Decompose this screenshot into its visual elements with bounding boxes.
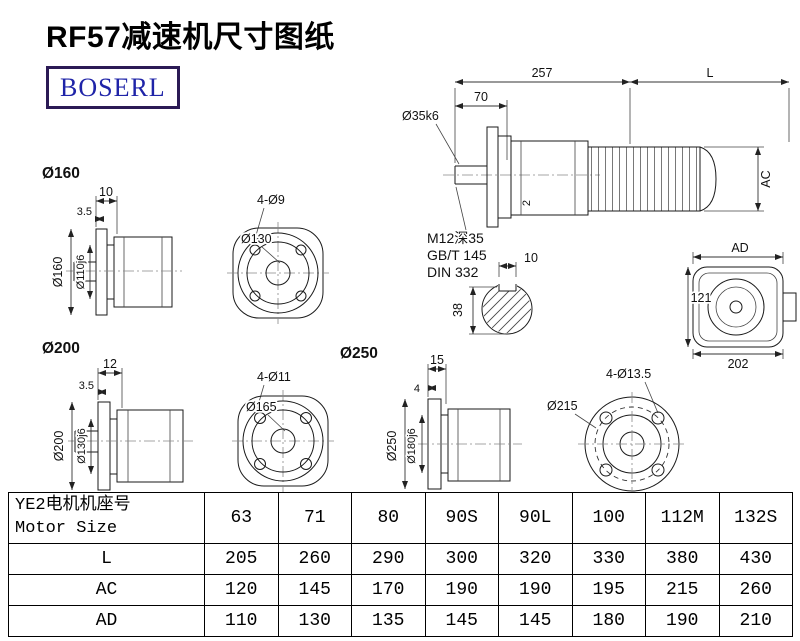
value-cell: 190 — [498, 574, 573, 606]
view-200: Ø200 12 3.5 Ø200 Ø130j6 — [42, 340, 196, 491]
group-label-160: Ø160 — [42, 165, 80, 182]
dim-35-label: 3.5 — [79, 380, 94, 392]
motor-size-header-en: Motor Size — [15, 519, 118, 538]
shaft-section-view: 10 38 — [451, 251, 538, 335]
value-cell: 260 — [277, 543, 352, 575]
value-cell: 215 — [645, 574, 720, 606]
size-col-header: 90S — [424, 492, 499, 544]
size-col-header: 90L — [498, 492, 573, 544]
main-assembly-view: 257 L 70 Ø35k6 2 AC M12深35 GB/T — [402, 66, 790, 280]
value-cell: 190 — [424, 574, 499, 606]
table-row-AC: AC 120 145 170 190 190 195 215 260 — [8, 574, 793, 606]
holes-4d135-label: 4-Ø13.5 — [606, 367, 651, 381]
section-hatching — [483, 285, 531, 333]
value-cell: 205 — [204, 543, 279, 575]
dim-38-label: 38 — [451, 303, 465, 317]
dia-outer-160-label: Ø160 — [51, 257, 65, 288]
value-cell: 380 — [645, 543, 720, 575]
dia-215-label: Ø215 — [547, 399, 578, 413]
dim-15-label: 15 — [430, 353, 444, 367]
motor-size-header-cn: YE2电机机座号 — [15, 496, 131, 516]
dim-2-label: 2 — [521, 200, 533, 206]
value-cell: 120 — [204, 574, 279, 606]
dim-12-label: 12 — [103, 357, 117, 371]
dim-121-label: 121 — [691, 291, 712, 305]
logo-text: BOSERL — [60, 72, 166, 102]
value-cell: 210 — [718, 605, 793, 637]
size-col-header: 80 — [351, 492, 426, 544]
group-label-200: Ø200 — [42, 340, 80, 357]
dia-165-label: Ø165 — [246, 400, 277, 414]
flange-view-165: Ø250 4-Ø11 Ø165 — [232, 345, 378, 492]
value-cell: 320 — [498, 543, 573, 575]
holes-4d9-label: 4-Ø9 — [257, 193, 285, 207]
flange-view-130: 4-Ø9 Ø130 — [227, 193, 329, 324]
value-cell: 110 — [204, 605, 279, 637]
value-cell: 330 — [571, 543, 646, 575]
dim-AC-label: AC — [759, 170, 773, 187]
dim-10-label: 10 — [99, 185, 113, 199]
note-gbt-standard: GB/T 145 — [427, 247, 487, 263]
boserl-logo: BOSERL — [46, 66, 180, 109]
value-cell: 430 — [718, 543, 793, 575]
size-col-header: 100 — [571, 492, 646, 544]
page-title: RF57减速机尺寸图纸 — [46, 21, 335, 54]
value-cell: 180 — [571, 605, 646, 637]
shaft-diameter-label: Ø35k6 — [402, 109, 439, 123]
row-label-L: L — [8, 543, 205, 575]
view-250: 15 4 Ø250 Ø180j6 — [383, 353, 522, 490]
holes-4d11-label: 4-Ø11 — [257, 370, 291, 384]
motor-size-table: YE2电机机座号 Motor Size 63 71 80 90S 90L 100… — [8, 492, 793, 637]
motor-size-header-cell: YE2电机机座号 Motor Size — [8, 492, 205, 544]
size-col-header: 132S — [718, 492, 793, 544]
value-cell: 260 — [718, 574, 793, 606]
motor-rear-view: AD 121 202 — [685, 241, 797, 371]
dim-4-label: 4 — [414, 383, 420, 395]
value-cell: 135 — [351, 605, 426, 637]
size-col-header: 63 — [204, 492, 279, 544]
view-160: Ø160 10 3.5 Ø160 Ø110j6 — [42, 165, 182, 316]
dim-257-label: 257 — [532, 66, 553, 80]
table-row-L: L 205 260 290 300 320 330 380 430 — [8, 543, 793, 575]
row-label-AD: AD — [8, 605, 205, 637]
dim-202-label: 202 — [728, 357, 749, 371]
value-cell: 195 — [571, 574, 646, 606]
value-cell: 300 — [424, 543, 499, 575]
dim-35-label: 3.5 — [77, 206, 92, 218]
dim-AD-label: AD — [731, 241, 748, 255]
dia-outer-250-label: Ø250 — [385, 431, 399, 462]
note-thread: M12深35 — [427, 230, 484, 246]
dia-inner-130-label: Ø130j6 — [76, 428, 88, 463]
value-cell: 145 — [424, 605, 499, 637]
dim-70-label: 70 — [474, 90, 488, 104]
value-cell: 290 — [351, 543, 426, 575]
row-label-AC: AC — [8, 574, 205, 606]
value-cell: 145 — [277, 574, 352, 606]
value-cell: 130 — [277, 605, 352, 637]
size-col-header: 112M — [645, 492, 720, 544]
value-cell: 170 — [351, 574, 426, 606]
note-din-standard: DIN 332 — [427, 264, 479, 280]
dim-10-key-label: 10 — [524, 251, 538, 265]
group-label-250: Ø250 — [340, 345, 378, 362]
table-header-row: YE2电机机座号 Motor Size 63 71 80 90S 90L 100… — [8, 492, 793, 544]
size-col-header: 71 — [277, 492, 352, 544]
dia-inner-180-label: Ø180j6 — [406, 428, 418, 463]
dia-inner-110-label: Ø110j6 — [75, 255, 87, 290]
technical-drawing-canvas: 257 L 70 Ø35k6 2 AC M12深35 GB/T — [42, 66, 797, 492]
dim-L-label: L — [707, 66, 714, 80]
table-row-AD: AD 110 130 135 145 145 180 190 210 — [8, 605, 793, 637]
dia-130-label: Ø130 — [241, 232, 272, 246]
flange-view-215: 4-Ø13.5 Ø215 — [545, 367, 686, 492]
dia-outer-200-label: Ø200 — [52, 431, 66, 462]
value-cell: 145 — [498, 605, 573, 637]
value-cell: 190 — [645, 605, 720, 637]
